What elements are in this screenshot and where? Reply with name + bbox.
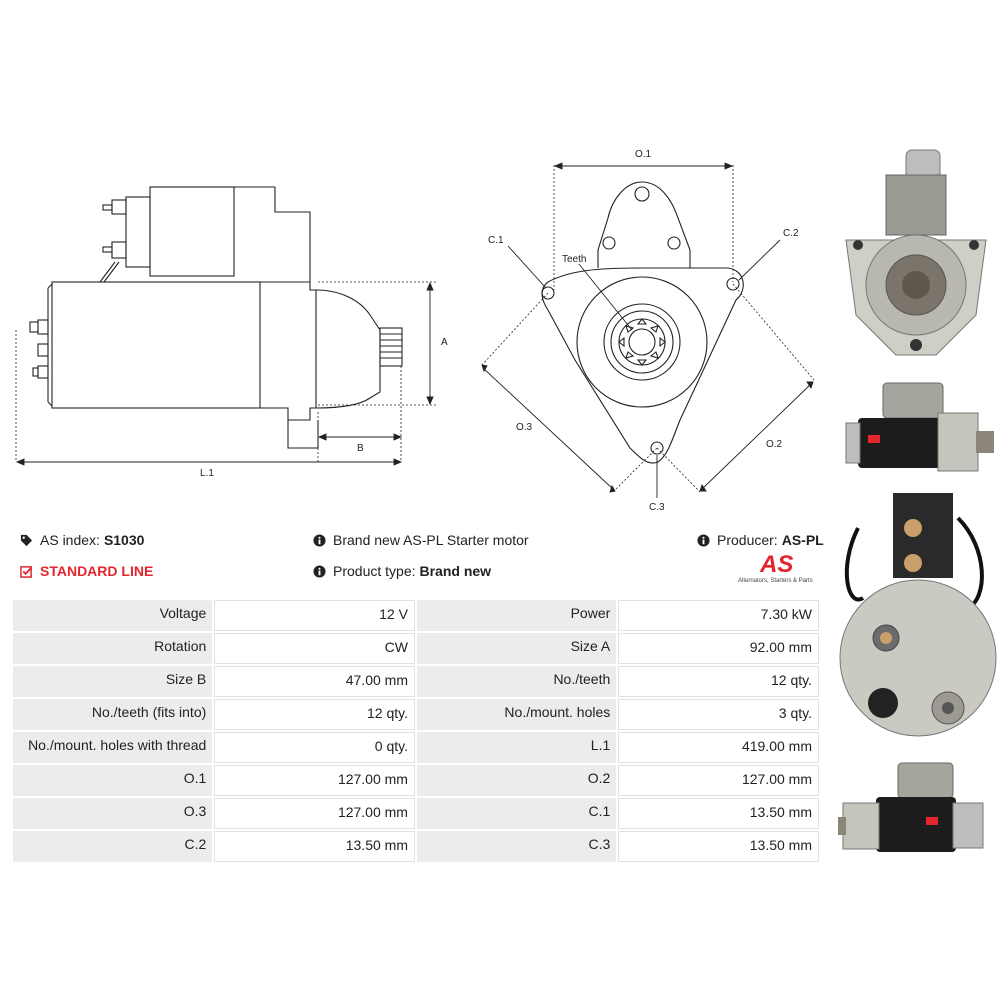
as-logo-mark: AS [760,551,794,578]
dim-a-label: A [441,337,448,348]
dim-o1-label: O.1 [635,149,652,160]
producer-value: AS-PL [781,532,824,548]
spec-value: 13.50 mm [618,831,819,862]
spec-value: 92.00 mm [618,633,819,664]
product-photo-front [845,149,987,356]
as-index-label: AS index: [40,532,100,548]
spec-value: 13.50 mm [214,831,415,862]
dim-b-label: B [357,443,364,454]
dim-o3-label: O.3 [516,422,533,433]
dim-c1-label: C.1 [488,235,504,246]
spec-value: 12 qty. [618,666,819,697]
spec-key: Voltage [13,600,213,631]
dim-o2-label: O.2 [766,439,783,450]
spec-value: 12 V [214,600,415,631]
side-view-drawing: A B L.1 [15,186,448,479]
as-index: AS index: S1030 [20,532,144,548]
product-photo-side-2 [838,762,984,852]
spec-key: O.1 [13,765,213,796]
spec-row: No./teeth (fits into)12 qty.No./mount. h… [13,699,819,730]
dim-c2-label: C.2 [783,228,799,239]
spec-key: O.3 [13,798,213,829]
as-index-value: S1030 [103,532,145,548]
product-photo-rear [839,493,997,737]
spec-key: O.2 [416,765,617,796]
spec-value: 127.00 mm [214,765,415,796]
dim-l1-label: L.1 [200,468,214,479]
spec-value: 13.50 mm [618,798,819,829]
producer-label: Producer: [717,532,778,548]
spec-key: Rotation [13,633,213,664]
product-type-label: Product type: [333,563,416,579]
spec-key: L.1 [416,732,617,763]
spec-key: C.3 [416,831,617,862]
as-logo: AS Alternators, Starters & Parts [738,551,828,585]
spec-value: 0 qty. [214,732,415,763]
description: Brand new AS-PL Starter motor [313,532,529,548]
spec-key: C.1 [416,798,617,829]
product-type-value: Brand new [419,563,492,579]
front-view-drawing: O.1 C.1 C.2 Teeth O.3 O.2 C.3 [481,149,815,513]
standard-line-label: STANDARD LINE [40,563,154,579]
spec-value: 12 qty. [214,699,415,730]
spec-value: CW [214,633,415,664]
info-icon [697,533,710,547]
teeth-label: Teeth [562,254,586,265]
product-type: Product type: Brand new [313,563,491,579]
standard-line: STANDARD LINE [20,563,153,579]
tag-icon [20,534,33,546]
spec-key: No./teeth [416,666,617,697]
spec-value: 7.30 kW [618,600,819,631]
spec-value: 47.00 mm [214,666,415,697]
as-logo-tagline: Alternators, Starters & Parts [738,578,813,584]
spec-value: 419.00 mm [618,732,819,763]
description-text: Brand new AS-PL Starter motor [333,532,529,548]
spec-key: No./mount. holes [416,699,617,730]
spec-key: No./teeth (fits into) [13,699,213,730]
spec-key: Power [416,600,617,631]
info-icon [313,564,326,578]
spec-value: 127.00 mm [214,798,415,829]
checkbox-icon [20,565,33,578]
info-icon [313,533,326,547]
spec-key: Size A [416,633,617,664]
spec-value: 127.00 mm [618,765,819,796]
product-photo-side-1 [845,382,994,472]
producer: Producer: AS-PL [697,532,824,548]
spec-key: C.2 [13,831,213,862]
spec-value: 3 qty. [618,699,819,730]
spec-key: Size B [13,666,213,697]
dim-c3-label: C.3 [649,502,665,513]
spec-key: No./mount. holes with thread [13,732,213,763]
